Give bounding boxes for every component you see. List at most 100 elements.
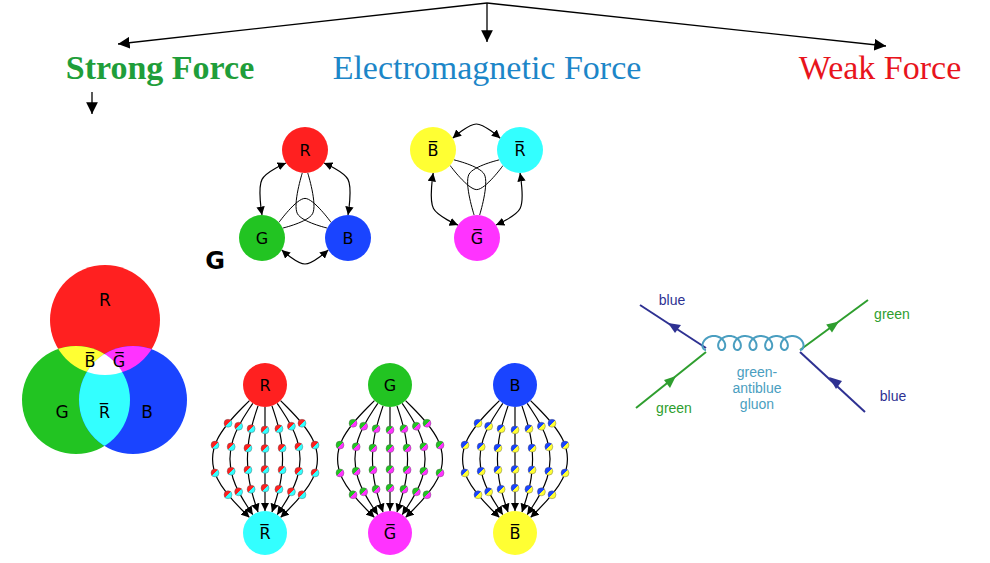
node-text: Weak Force: [799, 48, 961, 87]
gluon-dot: [477, 467, 485, 475]
field-line: [397, 406, 408, 512]
color-charge-circle: R̅: [243, 511, 287, 555]
quark-arrow: [664, 376, 676, 388]
overlap-label: B̅: [85, 353, 96, 371]
quark-arrow: [826, 322, 839, 333]
quark-color-label: blue: [880, 388, 906, 404]
gluon-dot: [369, 466, 377, 474]
gluon-dot: [369, 444, 377, 452]
color-charge-circle: B: [493, 363, 537, 407]
field-line: [406, 401, 443, 518]
gluon-dot: [235, 422, 243, 430]
gluon-dot: [525, 485, 533, 493]
gluon-dot: [360, 488, 368, 496]
down-arrow: [91, 92, 92, 114]
gluon-dot: [247, 425, 255, 433]
gluon-dot: [494, 466, 502, 474]
gluon-dot: [311, 469, 319, 477]
color-charge-circle: G: [368, 363, 412, 407]
quark-line: [640, 305, 706, 348]
node-text: R: [299, 141, 310, 160]
field-line: [355, 403, 378, 514]
gluon-dot: [497, 425, 505, 433]
color-link: [282, 250, 329, 264]
gluon-dot: [537, 488, 545, 496]
branch-arrow: [486, 3, 487, 42]
color-link: [260, 163, 286, 215]
venn-overlap-cyan: [79, 346, 187, 454]
color-charge-circle: G: [239, 215, 285, 261]
gluon-dot: [545, 467, 553, 475]
field-line: [277, 403, 300, 514]
gluon-dot: [386, 465, 394, 473]
gluon-dot: [485, 422, 493, 430]
overlap-label: G̅: [113, 353, 125, 371]
gluon-dot: [386, 445, 394, 453]
venn-overlap-magenta: [79, 346, 187, 454]
gluon-dot: [400, 425, 408, 433]
venn-center-group: [79, 346, 187, 454]
color-charge-circle: G̅: [368, 511, 412, 555]
field-line: [272, 406, 283, 512]
color-charge-circle: B̅: [410, 127, 456, 173]
node-text: G̅: [384, 524, 396, 543]
gluon-dot: [423, 491, 431, 499]
gluon-dot: [360, 422, 368, 430]
gluon-dot: [352, 443, 360, 451]
gluon-dot: [548, 491, 556, 499]
overlap-label: R̅: [99, 404, 110, 422]
node-text: B̅: [428, 141, 439, 160]
gluon-dot: [436, 469, 444, 477]
gluon-dot: [400, 485, 408, 493]
gluon-coil: [702, 336, 803, 350]
gluon-dot: [278, 444, 286, 452]
node-text: B̅: [510, 524, 521, 543]
gluon-label: green- antiblue gluon: [722, 364, 792, 412]
field-line: [480, 403, 503, 514]
gluon-dot: [227, 467, 235, 475]
inner-field-line: [450, 165, 503, 189]
color-charge-circle: B: [325, 215, 371, 261]
color-link: [453, 124, 501, 138]
inner-field-line: [468, 160, 500, 215]
field-line: [514, 407, 515, 511]
gluon-dot: [349, 419, 357, 427]
gluon-dot: [511, 484, 519, 492]
gluon-dot: [477, 443, 485, 451]
node-text: Electromagnetic Force: [333, 48, 642, 87]
gluon-dot: [461, 441, 469, 449]
inner-field-line: [454, 160, 486, 215]
color-charge-circle: G̅: [454, 215, 500, 261]
gluon-dot: [494, 444, 502, 452]
gluon-dot: [511, 445, 519, 453]
gluon-dot: [528, 466, 536, 474]
gluon-dot: [244, 466, 252, 474]
gluon-dot: [295, 467, 303, 475]
gluon-dot: [244, 444, 252, 452]
gluon-dot: [224, 419, 232, 427]
quark-color-label: green: [656, 400, 692, 416]
gluon-dot: [227, 443, 235, 451]
quark-color-label: blue: [659, 292, 685, 308]
node-text: R̅: [259, 524, 270, 543]
inner-field-line: [283, 173, 314, 228]
node-text: G: [55, 402, 68, 422]
venn-blue: [79, 346, 187, 454]
gluon-dot: [561, 469, 569, 477]
quark-line: [800, 352, 865, 412]
gluon-dot: [403, 444, 411, 452]
field-line: [402, 403, 425, 514]
quark-color-label: green: [874, 306, 910, 322]
venn-circle: R: [50, 265, 160, 375]
gluon-dot: [295, 443, 303, 451]
quark-arrow: [829, 377, 842, 389]
gluon-dot: [412, 422, 420, 430]
gluon-dot: [247, 485, 255, 493]
gluon-dot: [261, 484, 269, 492]
gluon-dot: [235, 488, 243, 496]
gluon-dot: [525, 425, 533, 433]
color-charge-circle: R: [282, 127, 328, 173]
quark-arrow: [668, 323, 681, 333]
